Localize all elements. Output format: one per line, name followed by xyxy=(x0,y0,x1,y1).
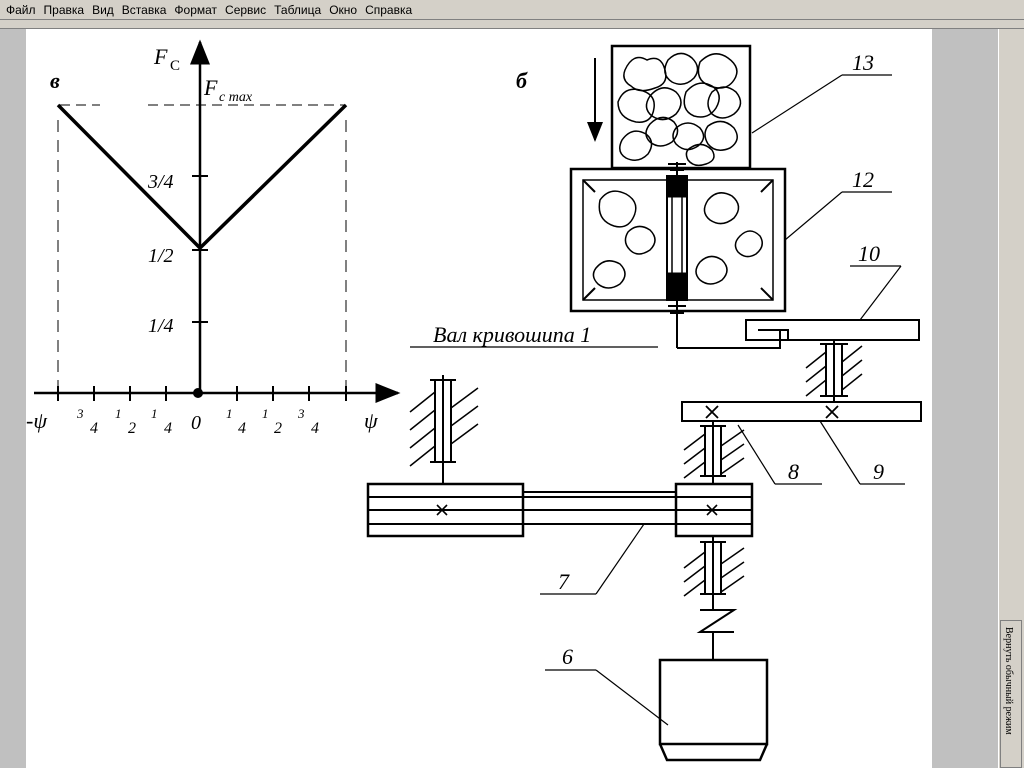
label-6: 6 xyxy=(562,644,573,669)
tick-y-1-2: 1/2 xyxy=(148,245,174,267)
tick-x-l2-num: 1 xyxy=(115,406,122,421)
shaft-label: Вал кривошипа 1 xyxy=(433,322,591,347)
label-8: 8 xyxy=(788,459,799,484)
menu-bar: Файл Правка Вид Вставка Формат Сервис Та… xyxy=(0,0,1024,20)
document-area[interactable]: в F С F c max 3/4 1/2 1/4 -ψ ψ 3 4 1 2 1… xyxy=(0,29,998,768)
graph-labels: в F С F c max 3/4 1/2 1/4 -ψ ψ 3 4 1 2 1… xyxy=(26,44,378,437)
label-9: 9 xyxy=(873,459,884,484)
tick-x-l1-num: 3 xyxy=(76,406,84,421)
label-13: 13 xyxy=(852,50,874,75)
toolbar-strip xyxy=(0,20,1024,29)
motor-6 xyxy=(658,658,769,746)
slider-10 xyxy=(745,319,920,341)
menu-format[interactable]: Формат xyxy=(174,2,218,17)
tick-x-r2-den: 2 xyxy=(274,420,282,437)
tick-x-l1-den: 4 xyxy=(90,420,98,437)
normal-mode-button[interactable]: Вернуть обычный режим xyxy=(1000,620,1022,768)
menu-insert[interactable]: Вставка xyxy=(121,2,167,17)
force-graph xyxy=(34,39,401,403)
label-10: 10 xyxy=(858,241,880,266)
document-page[interactable]: в F С F c max 3/4 1/2 1/4 -ψ ψ 3 4 1 2 1… xyxy=(26,29,932,768)
menu-window[interactable]: Окно xyxy=(329,2,358,17)
x-right-label: ψ xyxy=(364,408,378,433)
mechanism-drawing: в F С F c max 3/4 1/2 1/4 -ψ ψ 3 4 1 2 1… xyxy=(26,39,922,762)
tick-y-3-4: 3/4 xyxy=(147,171,174,193)
origin-dot xyxy=(193,388,203,398)
tick-x-r1-den: 4 xyxy=(238,420,246,437)
mechanism-scheme xyxy=(366,44,922,762)
tick-x-r1-num: 1 xyxy=(226,406,233,421)
menu-table[interactable]: Таблица xyxy=(274,2,322,17)
fmax-sub: c max xyxy=(219,90,253,105)
mechanism-labels: б Вал кривошипа 1 13 12 10 9 8 7 6 xyxy=(433,50,884,669)
panel-v-label: в xyxy=(50,68,60,93)
coupling xyxy=(696,609,738,633)
hopper-lumps xyxy=(617,52,742,167)
y-axis-sub: С xyxy=(170,58,180,74)
y-axis-label: F xyxy=(153,44,168,69)
panel-b-label: б xyxy=(516,68,528,93)
force-curve xyxy=(56,103,348,251)
menu-edit[interactable]: Правка xyxy=(43,2,85,17)
x-left-label: -ψ xyxy=(26,408,47,433)
menu-tools[interactable]: Сервис xyxy=(225,2,267,17)
tick-x-l3-den: 4 xyxy=(164,420,172,437)
menu-view[interactable]: Вид xyxy=(92,2,114,17)
normal-mode-label: Вернуть обычный режим xyxy=(1003,627,1014,735)
tick-x-l2-den: 2 xyxy=(128,420,136,437)
tick-y-1-4: 1/4 xyxy=(148,315,174,337)
tick-x-r3-den: 4 xyxy=(311,420,319,437)
fmax-label: F xyxy=(203,75,218,100)
gear-9 xyxy=(681,401,922,422)
tick-x-r2-num: 1 xyxy=(262,406,269,421)
tick-x-l3-num: 1 xyxy=(151,406,158,421)
tick-x-r3-num: 3 xyxy=(297,406,305,421)
label-12: 12 xyxy=(852,167,874,192)
origin-label: 0 xyxy=(191,412,201,434)
menu-help[interactable]: Справка xyxy=(365,2,413,17)
label-7: 7 xyxy=(558,569,570,594)
menu-file[interactable]: Файл xyxy=(6,2,36,17)
